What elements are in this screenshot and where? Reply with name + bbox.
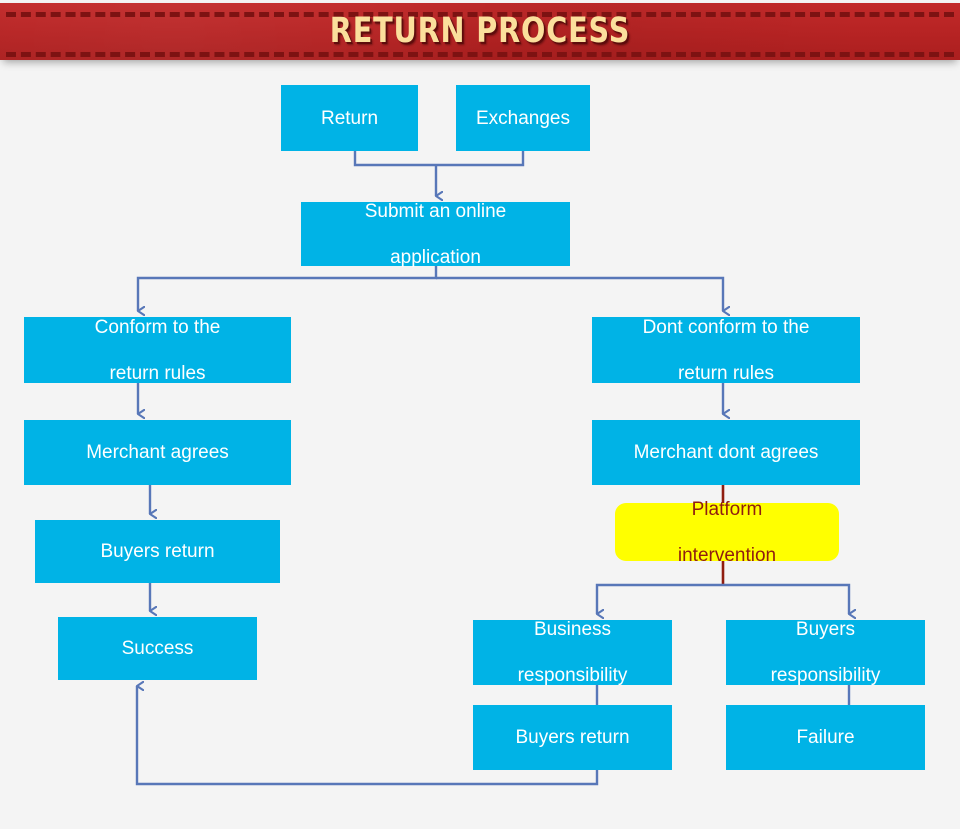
- node-dont-conform-to-return-rules[interactable]: Dont conform to the return rules: [592, 316, 860, 385]
- node-merchant-dont-agrees[interactable]: Merchant dont agrees: [592, 420, 860, 485]
- edge-platform-split: [595, 583, 849, 614]
- node-submit-online-application[interactable]: Submit an online application: [301, 200, 570, 269]
- page-title: RETURN PROCESS: [329, 11, 631, 51]
- node-business-resp-line2: responsibility: [517, 665, 628, 686]
- node-dont-conform-line2: return rules: [677, 362, 775, 384]
- edge-submit-split: [136, 266, 723, 311]
- node-dont-conform-label: Dont conform to the return rules: [627, 316, 826, 385]
- node-conform-line1: Conform to the: [94, 316, 221, 338]
- node-dont-conform-line1: Dont conform to the: [642, 316, 810, 338]
- node-buyers-responsibility[interactable]: Buyers responsibility: [726, 618, 925, 687]
- node-platform-intervention[interactable]: Platform intervention: [615, 499, 839, 566]
- node-return-label: Return: [320, 107, 379, 129]
- node-submit-label: Submit an online application: [349, 200, 523, 269]
- node-success-label: Success: [121, 638, 194, 659]
- header-banner: RETURN PROCESS: [0, 3, 960, 60]
- node-exchanges[interactable]: Exchanges: [456, 85, 590, 151]
- node-business-responsibility[interactable]: Business responsibility: [473, 618, 672, 687]
- edge-buyers-return-to-success-feedback: [135, 686, 599, 786]
- node-submit-line2: application: [390, 246, 481, 268]
- node-platform-line1: Platform: [691, 498, 763, 520]
- node-platform-label: Platform intervention: [662, 498, 792, 567]
- node-conform-to-return-rules[interactable]: Conform to the return rules: [24, 316, 291, 385]
- banner-stitch-top-decoration: [6, 12, 954, 17]
- node-buyers-return-right-label: Buyers return: [515, 727, 630, 748]
- node-buyers-return-left[interactable]: Buyers return: [35, 520, 280, 583]
- node-buyers-resp-label: Buyers responsibility: [755, 618, 897, 687]
- node-exchanges-label: Exchanges: [475, 107, 570, 129]
- node-return[interactable]: Return: [281, 85, 418, 151]
- node-platform-line2: intervention: [677, 544, 777, 566]
- node-success[interactable]: Success: [58, 617, 257, 680]
- node-failure-label: Failure: [796, 727, 855, 748]
- node-conform-line2: return rules: [109, 362, 206, 384]
- node-merchant-dont-agrees-label: Merchant dont agrees: [633, 442, 819, 463]
- node-submit-line1: Submit an online: [364, 200, 507, 222]
- node-buyers-return-left-label: Buyers return: [100, 541, 215, 562]
- banner-stitch-bottom-decoration: [6, 52, 954, 57]
- node-business-resp-label: Business responsibility: [502, 618, 644, 687]
- node-buyers-resp-line2: responsibility: [770, 665, 881, 686]
- node-buyers-return-right[interactable]: Buyers return: [473, 705, 672, 770]
- node-failure[interactable]: Failure: [726, 705, 925, 770]
- node-business-resp-line1: Business: [533, 619, 612, 640]
- node-merchant-agrees[interactable]: Merchant agrees: [24, 420, 291, 485]
- node-buyers-resp-line1: Buyers: [795, 619, 856, 640]
- node-merchant-agrees-label: Merchant agrees: [86, 442, 229, 463]
- node-conform-label: Conform to the return rules: [79, 316, 237, 385]
- edge-return-exchanges-to-submit: [353, 151, 525, 196]
